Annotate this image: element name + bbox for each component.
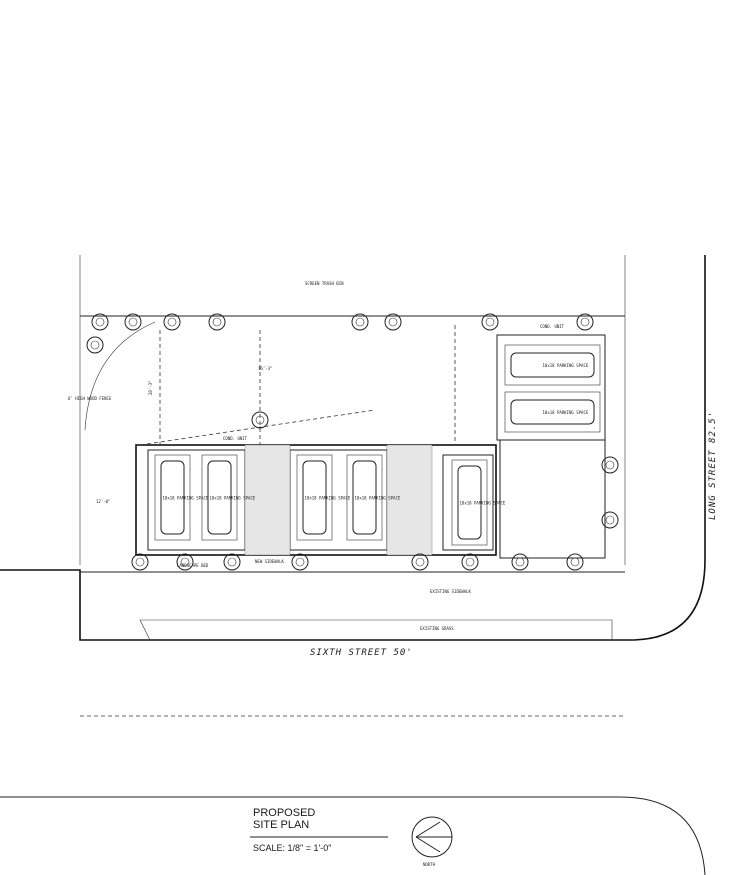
tree-icon [163, 313, 181, 331]
tree-icon [411, 553, 429, 571]
title-line-1: PROPOSED [253, 807, 315, 819]
tree-trunk-icon [128, 317, 138, 327]
stair-core-1 [244, 444, 291, 556]
north-arrow-icon: NORTH [411, 816, 453, 867]
tree-icon [86, 336, 104, 354]
tree-icon [351, 313, 369, 331]
garage-bay-3 [442, 454, 494, 551]
car-icon [160, 460, 185, 535]
existing-grass-label: EXISTING GRASS [420, 626, 454, 631]
building [135, 334, 606, 559]
title-block: PROPOSED SITE PLAN SCALE: 1/8" = 1'-0" [250, 807, 388, 853]
tree-icon [481, 313, 499, 331]
tree-icon [461, 553, 479, 571]
trash-note: SCREEN TRASH BIN [305, 281, 344, 286]
tree-trunk-icon [212, 317, 222, 327]
rear-garage [496, 334, 606, 441]
fence-note: 6' HIGH WOOD FENCE [68, 396, 112, 401]
parking-stall: 10x18 PARKING SPACE [504, 391, 601, 433]
parking-stall: 10x18 PARKING SPACE [346, 454, 401, 541]
tree-trunk-icon [90, 340, 100, 350]
tree-icon [576, 313, 594, 331]
tree-icon [601, 456, 619, 474]
tree-trunk-icon [415, 557, 425, 567]
north-label: NORTH [423, 862, 436, 867]
dim-right: 28'-3" [148, 381, 153, 395]
tree-trunk-icon [295, 557, 305, 567]
tree-trunk-icon [605, 515, 615, 525]
car-icon [510, 352, 595, 378]
long-street-label: LONG STREET 82.5' [708, 411, 718, 520]
stall-label: 10x18 PARKING SPACE [305, 496, 351, 501]
tree-trunk-icon [95, 317, 105, 327]
dim-mid: 16'-3" [258, 366, 272, 371]
stall-label: 10x18 PARKING SPACE [210, 496, 256, 501]
parking-stall: 10x18 PARKING SPACE [296, 454, 351, 541]
stall-label: 10x18 PARKING SPACE [355, 496, 401, 501]
stall-label: 10x18 PARKING SPACE [163, 496, 209, 501]
cond-unit-label: COND. UNIT [223, 436, 248, 441]
tree-icon [208, 313, 226, 331]
car-icon [207, 460, 232, 535]
parking-stall: 10x18 PARKING SPACE [154, 454, 209, 541]
tree-icon [291, 553, 309, 571]
tree-icon [223, 553, 241, 571]
tree-icon [176, 553, 194, 571]
tree-trunk-icon [580, 317, 590, 327]
fence-arc [84, 321, 156, 431]
existing-sidewalk-label: EXISTING SIDEWALK [430, 589, 472, 594]
long-street-curb [560, 255, 706, 641]
tree-icon [511, 553, 529, 571]
car-icon [352, 460, 377, 535]
stair-core-2 [386, 444, 433, 556]
stall-label: 10x18 PARKING SPACE [543, 363, 589, 368]
landscape-bed-label: LANDSCAPE BED [177, 563, 209, 568]
curb-line [0, 569, 560, 641]
sidewalk-edge-left [139, 619, 151, 641]
tree-icon [131, 553, 149, 571]
tree-trunk-icon [570, 557, 580, 567]
tree-trunk-icon [227, 557, 237, 567]
tree-icon [566, 553, 584, 571]
trees [86, 313, 619, 571]
car-icon [510, 399, 595, 425]
tree-trunk-icon [355, 317, 365, 327]
eave-line [139, 409, 376, 446]
tree-trunk-icon [135, 557, 145, 567]
car-icon [457, 465, 482, 540]
tree-icon [91, 313, 109, 331]
car-icon [302, 460, 327, 535]
tree-trunk-icon [485, 317, 495, 327]
tree-trunk-icon [465, 557, 475, 567]
tree-trunk-icon [180, 557, 190, 567]
tree-trunk-icon [515, 557, 525, 567]
tree-trunk-icon [167, 317, 177, 327]
parking-stall: 10x18 PARKING SPACE [504, 344, 601, 386]
tree-trunk-icon [388, 317, 398, 327]
title-line-2: SITE PLAN [253, 819, 309, 831]
parking-stall: 10x18 PARKING SPACE [451, 459, 506, 546]
tree-trunk-icon [605, 460, 615, 470]
tree-icon [124, 313, 142, 331]
new-sidewalk-label: NEW SIDEWALK [255, 559, 284, 564]
stall-label: 10x18 PARKING SPACE [543, 410, 589, 415]
lower-curb [0, 796, 706, 875]
tree-icon [601, 511, 619, 529]
sixth-street-label: SIXTH STREET 50' [310, 648, 413, 658]
tree-icon [384, 313, 402, 331]
parking-stall: 10x18 PARKING SPACE [201, 454, 256, 541]
sidewalk-edge [140, 619, 613, 640]
scale-label: SCALE: 1/8" = 1'-0" [253, 843, 331, 853]
dim-left: 12'-0" [96, 499, 110, 504]
cond-unit-label-2: COND. UNIT [540, 324, 565, 329]
stall-label: 10x18 PARKING SPACE [460, 501, 506, 506]
residence-unit [499, 439, 606, 559]
